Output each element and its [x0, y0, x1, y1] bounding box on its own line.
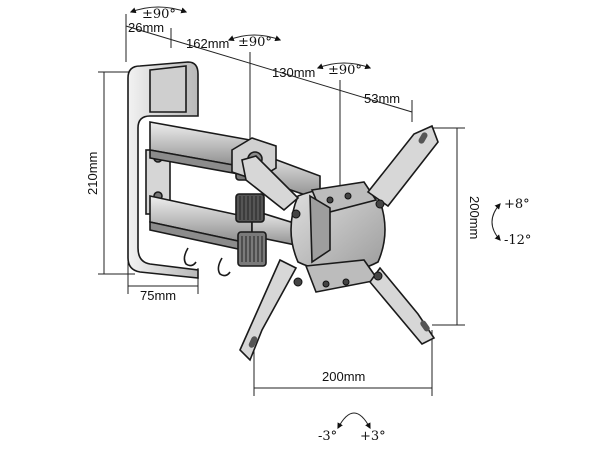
dim-53-label: 53mm — [364, 91, 400, 106]
level-right-label: +3° — [360, 429, 386, 444]
wall-plate — [127, 61, 199, 279]
top-dimension-line — [125, 25, 413, 113]
swivel-1-label: ±90° — [142, 7, 176, 22]
dim-200-height-label: 200mm — [467, 196, 482, 239]
swivel-arc-icon — [227, 34, 282, 42]
dim-26-label: 26mm — [128, 20, 164, 35]
swivel-2-label: ±90° — [238, 35, 272, 50]
dim-210-label: 210mm — [85, 152, 100, 195]
tilt-arc-icon — [491, 203, 501, 241]
dim-130-label: 130mm — [272, 65, 315, 80]
dim-75-label: 75mm — [140, 288, 176, 303]
tilt-down-label: -12° — [504, 233, 531, 248]
swivel-3-label: ±90° — [328, 63, 362, 78]
dimension-lines — [98, 14, 465, 396]
dimension-labels: 26mm 162mm 130mm 53mm 210mm 75mm 200mm 2… — [85, 20, 482, 384]
tilt-up-label: +8° — [504, 197, 530, 212]
swivel-arc-icon — [129, 6, 188, 14]
upper-arm — [149, 121, 251, 177]
swivel-arc-icon — [316, 62, 372, 70]
dim-200-width-label: 200mm — [322, 369, 365, 384]
level-left-label: -3° — [318, 429, 337, 444]
level-arc-icon — [337, 412, 371, 430]
rotation-arrows — [129, 6, 501, 430]
rotation-labels: ±90° ±90° ±90° +8° -12° -3° +3° — [142, 7, 531, 444]
vesa-plate — [239, 124, 439, 362]
dim-162-label: 162mm — [186, 36, 229, 51]
